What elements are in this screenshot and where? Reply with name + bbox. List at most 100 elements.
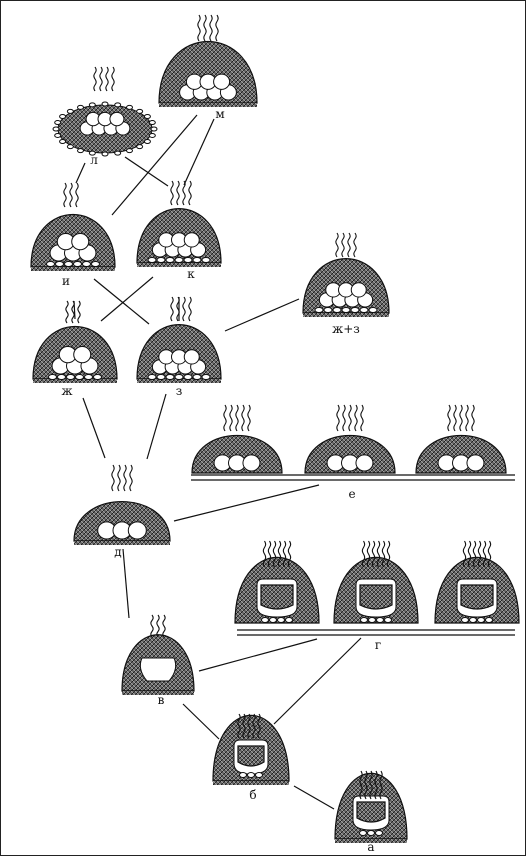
ring-stone: [148, 132, 156, 138]
smoke-plume: [336, 404, 340, 432]
smoke-plume: [170, 296, 174, 322]
label-l: л: [90, 153, 98, 167]
smoke-plume: [65, 300, 69, 324]
kiln-ground-hatch: [31, 267, 115, 271]
kiln-l: [52, 66, 158, 157]
grate-brick: [192, 257, 202, 263]
edge-zh-k: [100, 276, 154, 322]
kiln-ground-hatch: [122, 691, 194, 695]
grate-brick: [64, 261, 73, 267]
smoke-plume: [361, 540, 366, 568]
grate-brick: [359, 307, 369, 313]
smoke-plume: [182, 296, 186, 322]
ring-stone: [88, 102, 96, 108]
smoke-plume: [71, 300, 75, 324]
label-k: к: [187, 267, 195, 281]
grate-brick: [332, 307, 342, 313]
kiln-a: [334, 770, 408, 843]
ring-stone: [136, 108, 144, 114]
grate-brick: [156, 374, 166, 380]
smoke-plume: [241, 404, 245, 432]
grate-brick: [183, 257, 193, 263]
kiln-zhz: [302, 232, 390, 317]
ring-stone: [66, 108, 74, 114]
edge-v-g: [198, 638, 318, 672]
ground-lines: [191, 474, 515, 636]
grate-brick: [91, 261, 100, 267]
pot-shape: [183, 349, 200, 365]
kiln-ground-hatch: [137, 379, 221, 383]
grate-brick: [66, 374, 75, 380]
grate-brick: [165, 374, 175, 380]
smoke-plume: [287, 540, 292, 568]
label-e: е: [348, 487, 355, 501]
kiln-zh: [32, 300, 118, 383]
smoke-plume: [150, 614, 154, 638]
smoke-plume: [237, 713, 241, 739]
ring-stone: [88, 150, 96, 156]
node-labels: а б в г д е ж з ж+з и к л м: [61, 107, 381, 854]
grate-brick: [46, 261, 55, 267]
pot-shape: [71, 233, 90, 251]
smoke-plume: [471, 404, 475, 432]
ring-stone: [143, 139, 151, 144]
smoke-plume: [477, 540, 482, 568]
edge-d-zh: [82, 397, 106, 459]
smoke-plume: [77, 300, 81, 324]
grate-brick: [285, 617, 293, 623]
kiln-z: [136, 296, 222, 383]
grate-brick: [368, 617, 376, 623]
ring-stone: [59, 114, 67, 119]
grate-brick: [277, 617, 285, 623]
kiln-b: [212, 713, 290, 785]
grate-brick: [350, 307, 360, 313]
grate-brick: [375, 830, 383, 836]
kiln-illustrations: [30, 14, 520, 843]
kiln-k: [136, 180, 222, 267]
smoke-plume: [203, 14, 207, 42]
smoke-plume: [188, 180, 192, 206]
smoke-plume: [197, 14, 201, 42]
smoke-plume: [170, 180, 174, 206]
kiln-e-2: [304, 404, 396, 474]
pot-shape: [127, 521, 147, 540]
smoke-plume: [105, 66, 109, 92]
grate-brick: [201, 374, 211, 380]
chamber-load: [359, 584, 393, 610]
smoke-plume: [453, 404, 457, 432]
ring-stone: [143, 114, 151, 119]
smoke-plume: [162, 614, 166, 638]
grate-brick: [93, 374, 102, 380]
smoke-plume: [359, 770, 363, 800]
ring-stone: [114, 150, 122, 156]
smoke-plume: [354, 404, 358, 432]
edge-z-i: [93, 278, 150, 325]
chamber-load: [460, 584, 494, 610]
grate-brick: [84, 374, 93, 380]
grate-brick: [359, 830, 367, 836]
grate-brick: [239, 772, 247, 778]
edge-i-m: [111, 114, 198, 216]
kiln-g-1: [234, 540, 320, 624]
smoke-plume: [247, 404, 251, 432]
smoke-plume: [123, 464, 127, 492]
pot-shape: [350, 282, 367, 298]
smoke-plume: [209, 14, 213, 42]
pot-shape: [355, 454, 374, 472]
edge-a-b: [293, 785, 335, 810]
chamber-load: [356, 801, 386, 823]
smoke-plume: [371, 540, 376, 568]
smoke-plume: [235, 404, 239, 432]
smoke-plume: [282, 540, 287, 568]
smoke-plume: [272, 540, 277, 568]
grate-brick: [368, 307, 378, 313]
grate-brick: [82, 261, 91, 267]
smoke-plume: [459, 404, 463, 432]
kiln-g-3: [434, 540, 520, 624]
smoke-plume: [93, 66, 97, 92]
label-a: а: [367, 840, 374, 854]
smoke-plume: [467, 540, 472, 568]
edge-z-zhz: [224, 298, 300, 332]
